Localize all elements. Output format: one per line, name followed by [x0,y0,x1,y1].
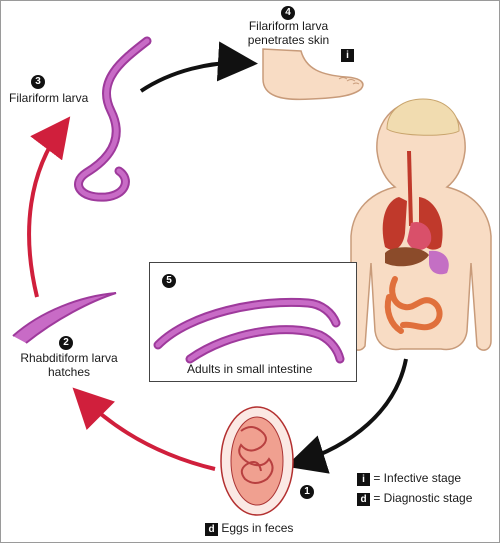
stage3-number: 3 [31,73,45,89]
stage2-number: 2 [59,334,73,350]
arrow-eggs-to-rhabditiform [72,387,216,471]
eggs-image [220,406,294,516]
rhabditiform-larva-worm [12,292,117,344]
adult-worms-image [153,297,345,364]
legend-diagnostic: d = Diagnostic stage [357,491,472,506]
stage1-number: 1 [300,483,314,499]
legend-infective-icon: i [357,473,370,486]
eggs-label: d Eggs in feces [205,521,293,536]
arrow-filariform-to-skin [139,41,258,93]
adults-box [149,262,357,382]
stage2-badge: 2 [59,336,73,350]
stage3-label: Filariform larva [9,91,89,105]
stage3-badge: 3 [31,75,45,89]
stage5-badge: 5 [162,274,176,288]
stage2-label: Rhabditiform larva hatches [5,351,133,379]
stage5-number: 5 [162,272,176,288]
stage2-label-line1: Rhabditiform larva [20,351,118,365]
eggs-label-text: Eggs in feces [221,521,294,535]
stage2-label-line2: hatches [47,365,91,379]
stage1-badge: 1 [300,485,314,499]
legend-infective-text: = Infective stage [373,471,462,485]
foot-image [262,48,364,101]
legend-infective: i = Infective stage [357,471,461,486]
human-body-image [350,98,492,351]
infective-marker-icon: i [341,49,354,62]
stage4-badge: 4 [281,6,295,20]
diagnostic-marker-icon: d [205,523,218,536]
legend-diagnostic-text: = Diagnostic stage [373,491,473,505]
stage4-label: Filariform larva penetrates skin [241,19,336,47]
arrow-rhabditiform-to-filariform [27,116,71,298]
stage5-label: Adults in small intestine [187,362,313,376]
stage4-label-line1: Filariform larva [248,19,329,33]
stage4-number: 4 [281,4,295,20]
stage4-label-line2: penetrates skin [247,33,330,47]
arrow-intestine-to-eggs [285,358,408,474]
legend-diagnostic-icon: d [357,493,370,506]
stage4-infective-marker: i [341,47,354,62]
